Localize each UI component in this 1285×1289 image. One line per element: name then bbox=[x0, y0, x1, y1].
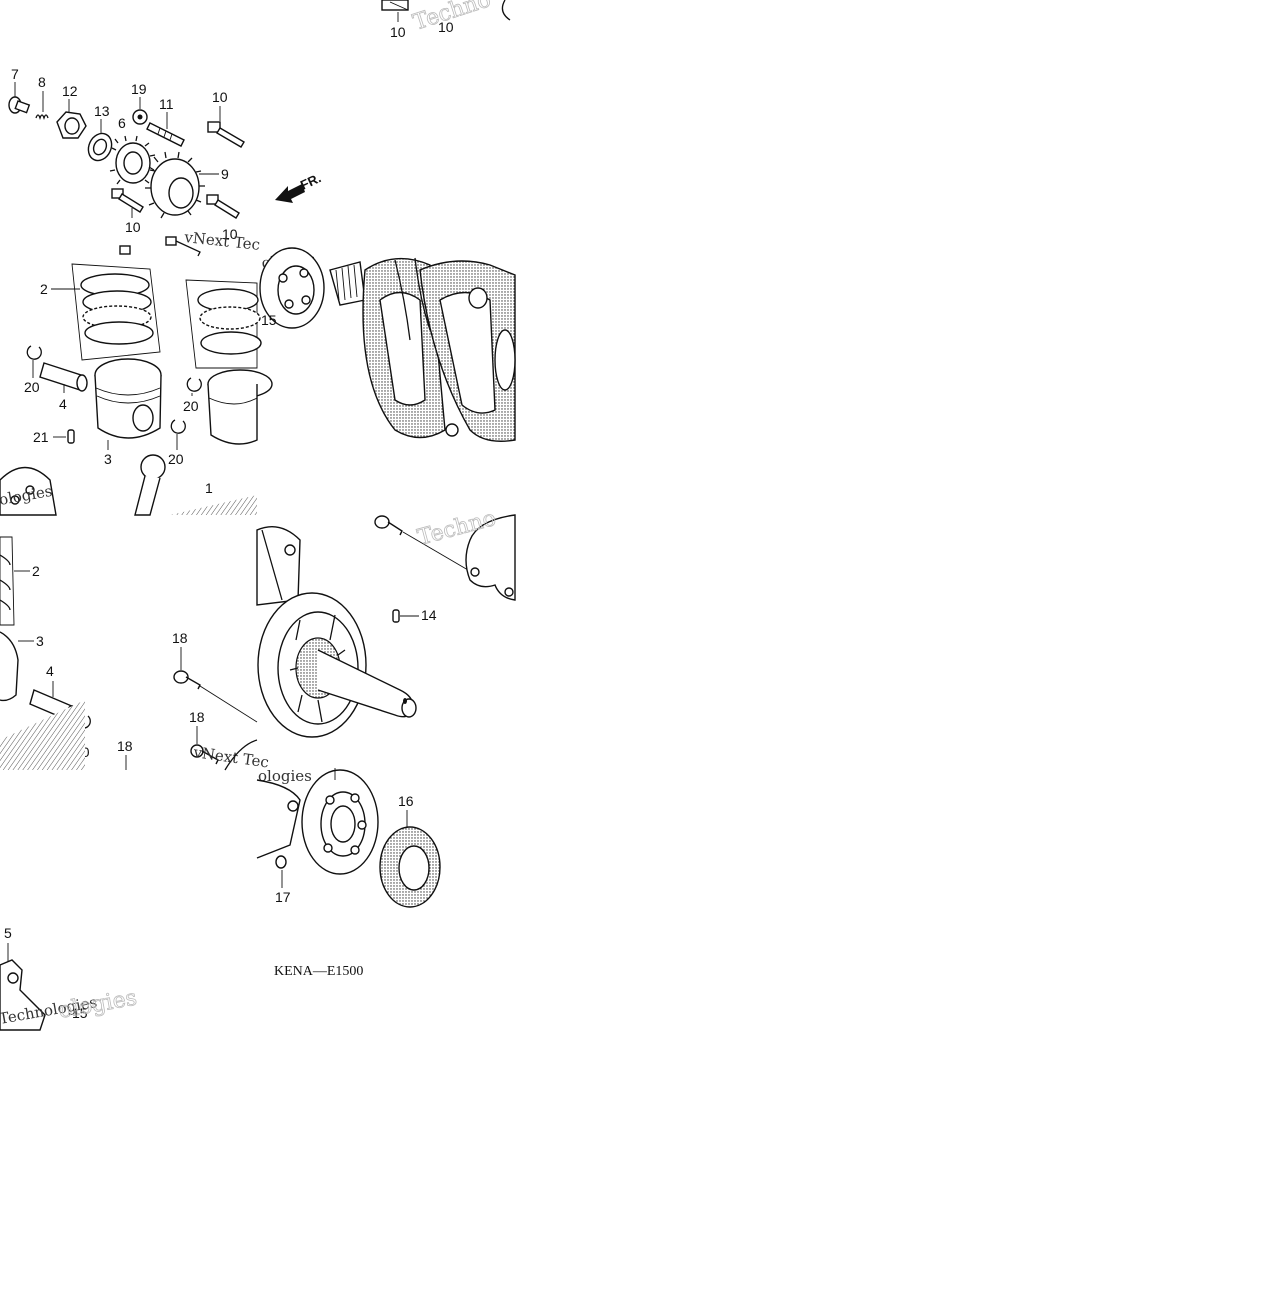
label-3-b: 3 bbox=[36, 633, 44, 649]
tile-bottom-left: 5 Technologies 15 ologies bbox=[0, 925, 139, 1031]
label-15-b: 15 bbox=[72, 1005, 88, 1021]
label-6: 6 bbox=[118, 115, 126, 131]
label-20-b: 20 bbox=[183, 398, 199, 414]
diagram-code: KENA—E1500 bbox=[274, 964, 363, 979]
dowel-21 bbox=[67, 429, 75, 444]
tile-crankshaft-lower: Techno 14 bbox=[256, 506, 516, 738]
watermark-ologies-c: ologies bbox=[258, 767, 312, 785]
tile-bearing-seal: ologies 16 17 KENA—E1500 bbox=[256, 767, 441, 979]
piston-ring-set-2 bbox=[71, 263, 161, 361]
nut-12 bbox=[56, 111, 87, 139]
spring-8 bbox=[35, 114, 49, 121]
label-10-a: 10 bbox=[212, 89, 228, 105]
washer-13 bbox=[87, 132, 113, 162]
bolt-10-a bbox=[207, 121, 245, 148]
crank-web-right bbox=[419, 260, 516, 442]
bolt-top-right bbox=[374, 515, 469, 571]
bolt-18-a bbox=[173, 670, 258, 723]
label-9: 9 bbox=[221, 166, 229, 182]
label-12: 12 bbox=[62, 83, 78, 99]
label-13: 13 bbox=[94, 103, 110, 119]
label-4-a: 4 bbox=[59, 396, 67, 412]
label-10-top-b: 10 bbox=[438, 19, 454, 35]
label-18-a: 18 bbox=[172, 630, 188, 646]
tile-piston-assembly: 2 20 4 3 20 2 bbox=[0, 263, 273, 516]
label-10-top-a: 10 bbox=[390, 24, 406, 40]
label-8: 8 bbox=[38, 74, 46, 90]
bolt-10-c bbox=[206, 194, 240, 219]
stud-11 bbox=[146, 122, 185, 147]
label-15: 15 bbox=[261, 312, 277, 328]
label-4-b: 4 bbox=[46, 663, 54, 679]
label-17: 17 bbox=[275, 889, 291, 905]
bearing-15 bbox=[259, 247, 325, 329]
label-1: 1 bbox=[205, 480, 213, 496]
gear-6 bbox=[109, 135, 156, 185]
label-18-c: 18 bbox=[117, 738, 133, 754]
bolt-7 bbox=[8, 96, 31, 114]
label-14: 14 bbox=[421, 607, 437, 623]
circlip-20-a bbox=[26, 345, 42, 360]
tile-piston-second: 2 3 4 20 18 18 18 vNext Tec bbox=[0, 536, 270, 772]
label-19: 19 bbox=[131, 81, 147, 97]
dowel-14 bbox=[392, 609, 400, 623]
crank-shaft-taper bbox=[317, 649, 417, 718]
label-7: 7 bbox=[11, 66, 19, 82]
connecting-rod-1 bbox=[134, 454, 257, 516]
washer-17 bbox=[275, 855, 287, 869]
tile-crankshaft-upper: ologies 15 bbox=[259, 247, 516, 442]
label-11: 11 bbox=[159, 96, 174, 112]
label-16: 16 bbox=[398, 793, 414, 809]
bolt-10-b bbox=[111, 188, 144, 213]
piston-pin-4 bbox=[39, 362, 88, 392]
nut-19 bbox=[132, 109, 148, 125]
fr-label: FR. bbox=[298, 170, 323, 192]
label-2-a: 2 bbox=[40, 281, 48, 297]
label-21: 21 bbox=[33, 429, 49, 445]
label-20-a: 20 bbox=[24, 379, 40, 395]
watermark-ologies-d: ologies bbox=[57, 986, 139, 1024]
oil-seal-16 bbox=[379, 826, 441, 908]
tile-top-bolts: 10 10 Techno bbox=[381, 0, 511, 40]
label-2-b: 2 bbox=[32, 563, 40, 579]
label-18-b: 18 bbox=[189, 709, 205, 725]
main-bearing bbox=[301, 769, 379, 875]
bolt-18-b bbox=[190, 744, 219, 765]
gear-9 bbox=[145, 151, 205, 219]
label-10-c: 10 bbox=[222, 226, 238, 242]
front-direction-arrow: FR. bbox=[275, 170, 323, 203]
label-5: 5 bbox=[4, 925, 12, 941]
label-20-c: 20 bbox=[168, 451, 184, 467]
label-3-a: 3 bbox=[104, 451, 112, 467]
label-10-b: 10 bbox=[125, 219, 141, 235]
tile-gear-assembly: 7 8 12 13 6 19 bbox=[8, 66, 323, 257]
piston-3 bbox=[94, 358, 162, 439]
